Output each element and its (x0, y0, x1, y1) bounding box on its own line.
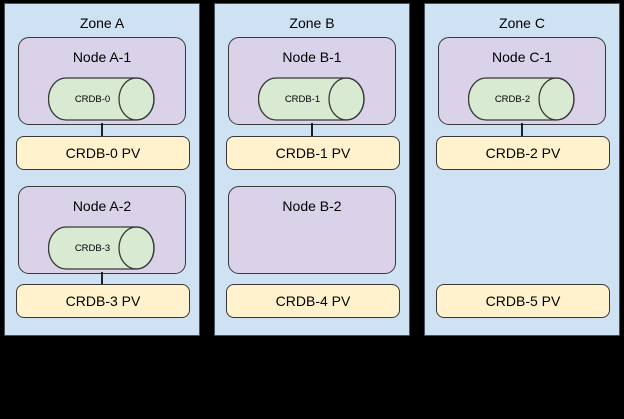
crdb-2-pv: CRDB-2 PV (436, 136, 610, 170)
node-b2: Node B-2 (228, 186, 396, 274)
zone-b: Zone B Node B-1 CRDB-1 CRDB-1 PV Node B-… (214, 3, 410, 336)
zone-a-title: Zone A (79, 15, 125, 31)
zone-a: Zone A Node A-1 CRDB-0 CRDB-0 PV Node A-… (4, 3, 200, 336)
node-c1-title: Node C-1 (492, 49, 552, 65)
node-b1: Node B-1 CRDB-1 (228, 37, 396, 125)
node-a1-title: Node A-1 (72, 49, 132, 65)
cylinder-shape (48, 77, 155, 121)
connector-crdb1-to-pv (311, 123, 313, 137)
crdb-3-pv: CRDB-3 PV (16, 284, 190, 318)
crdb-2-pod-label: CRDB-2 (494, 93, 531, 105)
cylinder-shape (258, 77, 365, 121)
crdb-0-pv-label: CRDB-0 PV (65, 145, 141, 161)
node-b1-title: Node B-1 (282, 49, 342, 65)
zone-b-title: Zone B (289, 15, 335, 31)
crdb-2-pv-label: CRDB-2 PV (485, 145, 561, 161)
crdb-0-pv: CRDB-0 PV (16, 136, 190, 170)
crdb-3-pv-label: CRDB-3 PV (65, 293, 141, 309)
crdb-1-pv: CRDB-1 PV (226, 136, 400, 170)
crdb-5-pv-label: CRDB-5 PV (485, 293, 561, 309)
zone-c-title: Zone C (499, 15, 545, 31)
connector-crdb2-to-pv (521, 123, 523, 137)
crdb-0-pod-label: CRDB-0 (74, 93, 111, 105)
crdb-5-pv: CRDB-5 PV (436, 284, 610, 318)
crdb-4-pv: CRDB-4 PV (226, 284, 400, 318)
connector-crdb0-to-pv (101, 123, 103, 137)
crdb-3-pod-cylinder-icon: CRDB-3 (48, 226, 155, 270)
node-a2-title: Node A-2 (72, 198, 132, 214)
cylinder-shape (468, 77, 575, 121)
crdb-3-pod-label: CRDB-3 (74, 242, 111, 254)
crdb-4-pv-label: CRDB-4 PV (275, 293, 351, 309)
node-a2: Node A-2 CRDB-3 (18, 186, 186, 274)
connector-crdb3-to-pv (101, 272, 103, 285)
cylinder-shape (48, 226, 155, 270)
zone-c: Zone C Node C-1 CRDB-2 CRDB-2 PV CRDB-5 … (424, 3, 620, 336)
node-b2-title: Node B-2 (282, 198, 342, 214)
crdb-1-pod-cylinder-icon: CRDB-1 (258, 77, 365, 121)
crdb-1-pod-label: CRDB-1 (284, 93, 321, 105)
crdb-2-pod-cylinder-icon: CRDB-2 (468, 77, 575, 121)
node-c1: Node C-1 CRDB-2 (438, 37, 606, 125)
crdb-0-pod-cylinder-icon: CRDB-0 (48, 77, 155, 121)
crdb-1-pv-label: CRDB-1 PV (275, 145, 351, 161)
node-a1: Node A-1 CRDB-0 (18, 37, 186, 125)
